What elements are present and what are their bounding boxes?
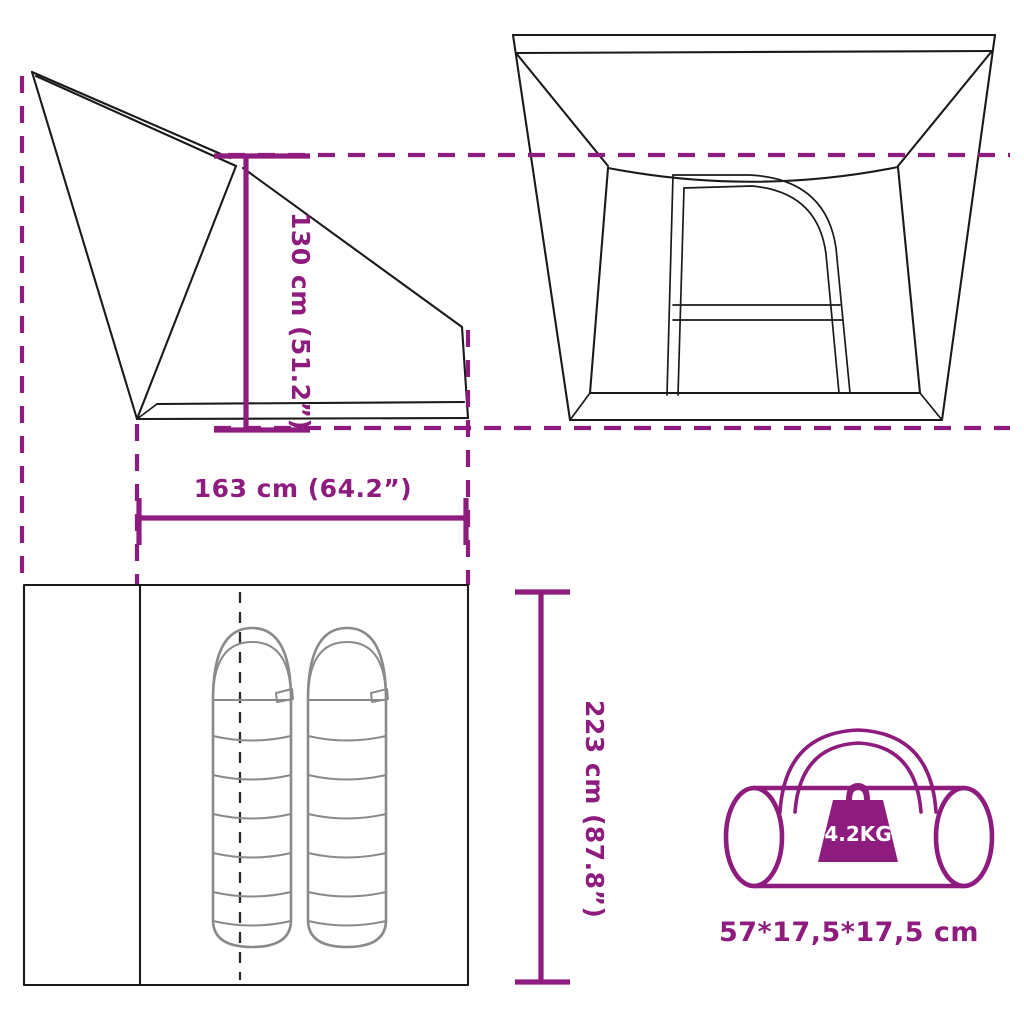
sleeping-bag-left-body [211,626,293,949]
front-base-right-bevel [919,392,943,421]
side-floor-line-top [155,400,466,406]
packed-size-label: 57*17,5*17,5 cm [719,917,979,948]
side-elevation-view [30,70,470,421]
sleeping-bag-right-baffle-4 [307,852,387,859]
side-vestibule-top-edge-inner [34,74,238,168]
sleeping-bag-right-baffle-5 [307,891,387,898]
projection-lines [19,76,1010,585]
depth-dimension: 223 cm (87.8”) [515,589,609,985]
weight-badge-label: 4.2KG [824,822,891,846]
sleeping-bag-left-zipper-tab [275,688,294,703]
sleeping-bag-right-body [306,626,388,949]
weight-badge-handle-loop [846,783,870,800]
height-dimension: 130 cm (51.2”) [214,153,315,433]
sleeping-bag-right-baffle-1 [307,735,387,742]
sleeping-bag-right-hood [307,641,387,701]
sleeping-bag-left-baffle-1 [212,735,292,742]
sleeping-bag-left [211,626,294,949]
floor-plan-outline [22,583,470,987]
height-dimension-label: 130 cm (51.2”) [286,212,315,430]
sleeping-bag-left-hood [212,641,292,701]
front-door [666,174,851,396]
front-body-left-wall [588,166,610,395]
weight-badge: 4.2KG [818,783,898,862]
sleeping-bag-left-baffle-4 [212,852,292,859]
depth-dimension-label: 223 cm (87.8”) [580,700,609,918]
carry-bag-view: 4.2KG 57*17,5*17,5 cm [719,728,995,948]
sleeping-bag-right-zipper-tab [370,688,389,703]
front-canopy-top-edge-inner [514,49,994,55]
carry-bag-left-end-cap [723,785,785,889]
width-dimension: 163 cm (64.2”) [136,474,469,545]
door-inner-left-post [677,187,685,396]
carry-bag-right-end-cap [933,785,995,889]
sleeping-bag-left-baffle-5 [212,891,292,898]
front-elevation-view [511,33,997,422]
floor-plan-view [22,583,470,987]
sleeping-bag-left-baffle-2 [212,774,292,781]
front-base-left-bevel [569,392,591,421]
front-shoulder-line [606,165,900,183]
side-roof-slope [241,166,464,329]
door-inner-arch [683,185,840,394]
side-floor-front-bevel [136,403,158,420]
sleeping-bag-right-baffle-2 [307,774,387,781]
door-outer-left-post [666,174,674,396]
carry-bag-handle-outer [778,728,938,814]
front-canopy-left-outer [511,33,572,422]
side-vestibule-left-edge [30,70,139,421]
side-floor-line-bottom [135,416,470,421]
sleeping-bag-right [306,626,389,949]
front-body-right-wall [896,165,922,395]
weight-badge-body [818,800,898,862]
sleeping-bag-left-baffle-6 [212,920,292,927]
side-vestibule-top-edge [30,70,232,160]
sleeping-bag-left-baffle-3 [212,813,292,820]
door-outer-arch [672,174,851,394]
carry-bag-handle-inner [793,741,923,814]
sleeping-bag-right-baffle-3 [307,813,387,820]
side-vestibule-inner-edge [135,164,238,421]
sleeping-bag-right-baffle-6 [307,920,387,927]
front-left-fold-seam [514,51,610,168]
width-dimension-label: 163 cm (64.2”) [194,474,412,503]
front-right-fold-seam [896,49,994,168]
front-canopy-right-outer [940,33,997,422]
